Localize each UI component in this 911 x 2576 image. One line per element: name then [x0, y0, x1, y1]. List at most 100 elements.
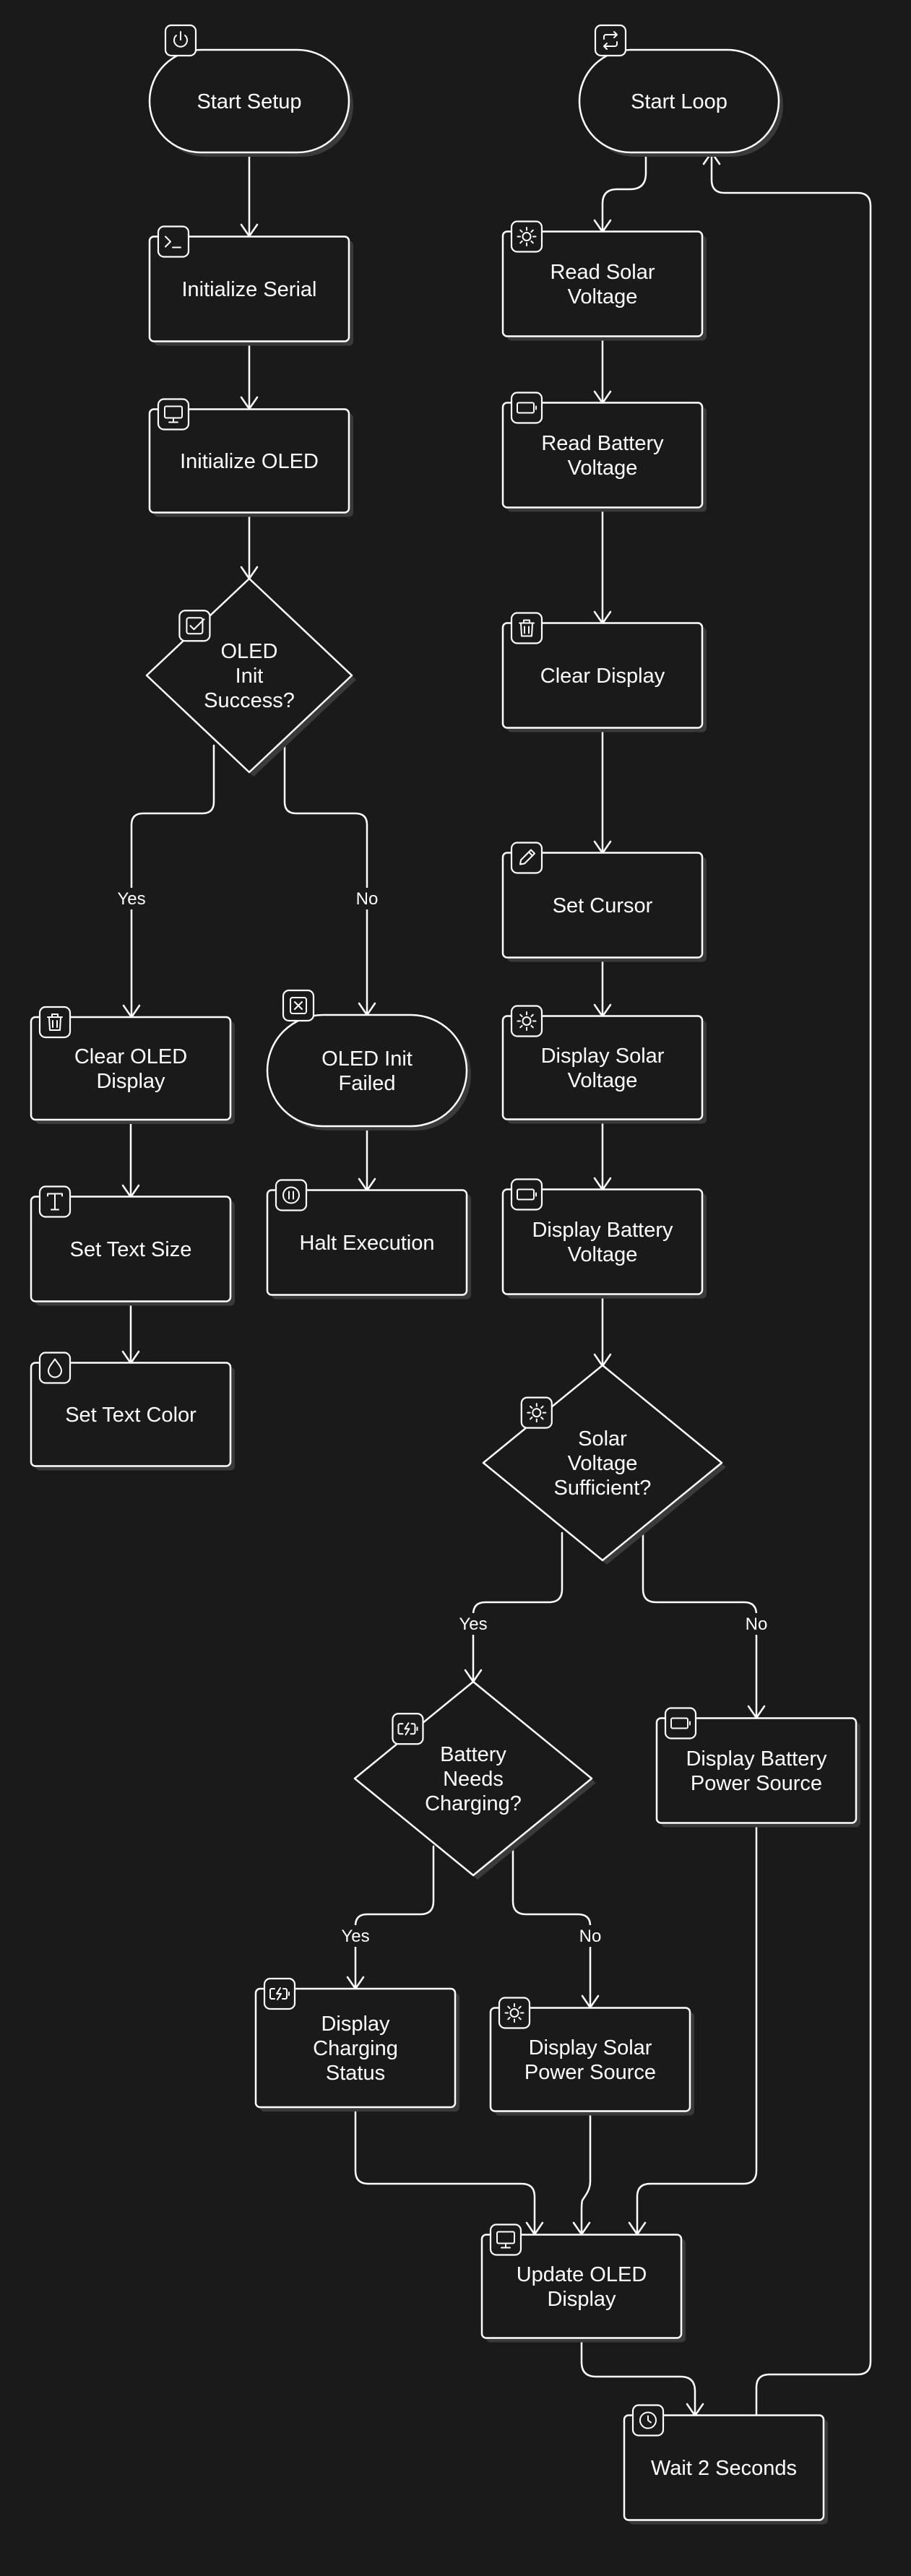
connector	[580, 2337, 696, 2417]
sun-icon	[498, 1997, 531, 2029]
terminal-icon	[157, 225, 190, 258]
node-label-line: Battery	[440, 1743, 506, 1766]
connector	[354, 1845, 435, 1990]
node-label-line: Power Source	[524, 2061, 656, 2084]
edge-label-bg	[351, 888, 383, 909]
node-label-line: OLED	[221, 640, 278, 663]
process-box	[480, 2234, 683, 2339]
sun-icon	[520, 1396, 553, 1429]
droplet-icon	[38, 1352, 72, 1384]
node-start-loop: Start Loop	[578, 24, 783, 157]
node-label-line: Init	[236, 665, 264, 688]
connector	[710, 151, 872, 2417]
node-label-line: Power Source	[691, 1772, 822, 1795]
node-halt: Halt Execution	[266, 1179, 471, 1300]
node-label-line: Failed	[339, 1072, 396, 1095]
node-label-line: Display Battery	[532, 1219, 673, 1242]
node-label-line: Initialize Serial	[182, 278, 317, 301]
node-label-line: Display	[96, 1070, 165, 1093]
node-clear-display: Clear Display	[501, 612, 707, 732]
node-label-line: Status	[326, 2062, 385, 2085]
node-label-line: Solar	[578, 1427, 627, 1451]
node-label-line: Clear Display	[540, 665, 665, 688]
node-init-serial: Initialize Serial	[148, 225, 353, 346]
connector	[511, 1845, 592, 2009]
connector	[580, 2110, 592, 2236]
node-label-line: Voltage	[568, 285, 638, 308]
node-label-line: Display Battery	[686, 1747, 827, 1771]
battery-icon	[510, 392, 543, 424]
node-label-line: Charging?	[425, 1792, 522, 1815]
edge-label-bg	[113, 888, 150, 909]
node-text-color: Set Text Color	[30, 1352, 235, 1471]
battery-charging-icon	[263, 1977, 296, 2010]
node-label-line: Voltage	[568, 1243, 638, 1266]
connector	[130, 744, 215, 1019]
node-set-cursor: Set Cursor	[501, 842, 707, 962]
pencil-icon	[510, 842, 543, 874]
node-label-line: Update OLED	[517, 2263, 647, 2286]
node-label-line: Display	[321, 2013, 390, 2036]
node-label-line: Sufficient?	[554, 1477, 652, 1500]
trash-icon	[510, 612, 543, 644]
edge-label-bg	[337, 1925, 374, 1947]
node-label-line: Start Setup	[197, 90, 301, 113]
clock-icon	[631, 2404, 665, 2437]
connector	[472, 1531, 564, 1683]
node-label-line: Set Text Color	[65, 1404, 197, 1427]
checkbox-icon	[178, 610, 211, 642]
connector	[283, 744, 368, 1016]
edge-label-battery-no: No	[579, 1927, 602, 1946]
process-box	[501, 402, 704, 509]
terminal-pill	[578, 48, 780, 154]
node-label-line: Voltage	[568, 1069, 638, 1092]
edge-label-oled-no: No	[356, 889, 379, 909]
node-label-line: Voltage	[568, 457, 638, 480]
process-box	[30, 1362, 232, 1467]
node-label-line: Start Loop	[631, 90, 727, 113]
process-box	[501, 1188, 704, 1295]
process-box	[489, 2007, 691, 2112]
process-box	[655, 1717, 858, 1824]
node-start-setup: Start Setup	[148, 24, 353, 157]
edge-label-bg	[741, 1613, 772, 1635]
process-box	[501, 852, 704, 959]
node-text-size: Set Text Size	[30, 1185, 235, 1306]
edge-label-battery-yes: Yes	[341, 1927, 369, 1946]
node-label-line: Read Battery	[541, 432, 664, 455]
trash-icon	[38, 1006, 72, 1039]
pause-icon	[275, 1179, 308, 1211]
node-label-line: Display	[547, 2288, 616, 2311]
repeat-icon	[594, 24, 627, 57]
process-box	[30, 1196, 232, 1302]
battery-charging-icon	[392, 1713, 424, 1745]
sun-icon	[510, 1005, 543, 1037]
process-box	[501, 1015, 704, 1120]
node-label-line: Success?	[204, 689, 295, 712]
process-box	[623, 2414, 825, 2521]
edge-label-solar-yes: Yes	[459, 1615, 487, 1634]
edge-label-bg	[454, 1613, 492, 1635]
node-label-line: Needs	[443, 1768, 504, 1791]
node-label-line: Display Solar	[529, 2036, 652, 2059]
type-icon	[38, 1185, 72, 1218]
battery-icon	[664, 1707, 697, 1739]
monitor-icon	[157, 398, 190, 431]
node-label-line: Display Solar	[541, 1045, 665, 1068]
node-label-line: Read Solar	[550, 261, 655, 284]
node-label-line: Wait 2 Seconds	[651, 2457, 797, 2480]
process-box	[501, 230, 704, 337]
node-init-oled: Initialize OLED	[148, 398, 353, 517]
monitor-icon	[489, 2223, 522, 2256]
